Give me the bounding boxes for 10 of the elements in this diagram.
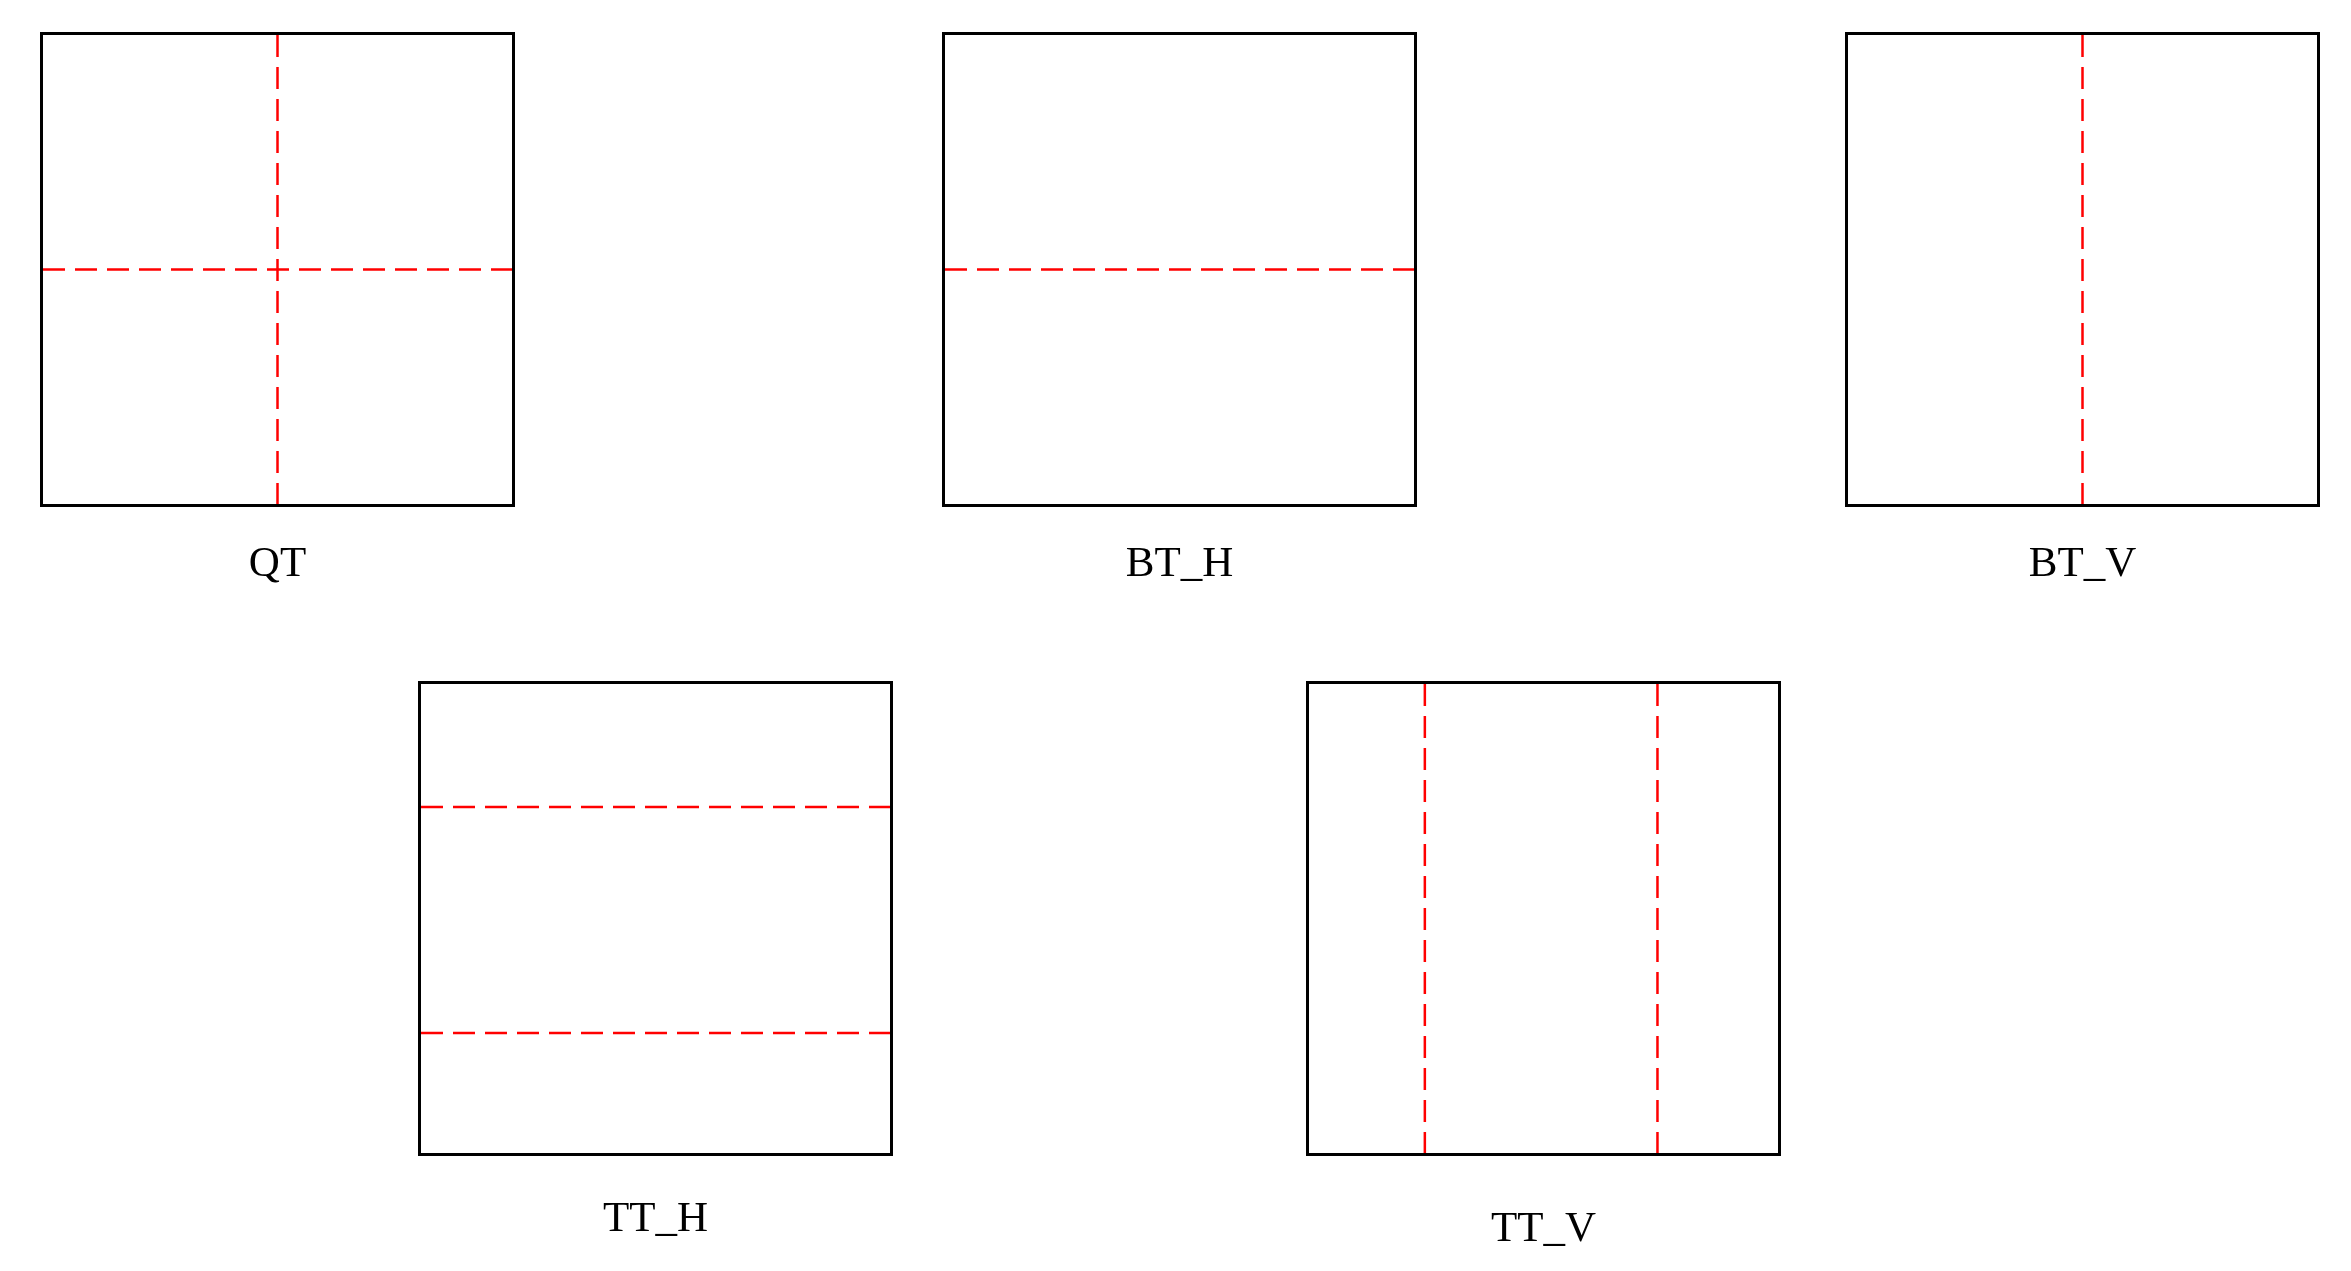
partition-square [418, 681, 893, 1156]
partition-label: TT_V [1490, 1205, 1597, 1248]
partition-label: BT_V [2028, 540, 2137, 583]
partition-label: QT [248, 540, 307, 583]
partition-square [1845, 32, 2320, 507]
partition-square [942, 32, 1417, 507]
partition-label: TT_H [602, 1195, 709, 1238]
partition-square [1306, 681, 1781, 1156]
partition-label: BT_H [1125, 540, 1234, 583]
partition-square [40, 32, 515, 507]
